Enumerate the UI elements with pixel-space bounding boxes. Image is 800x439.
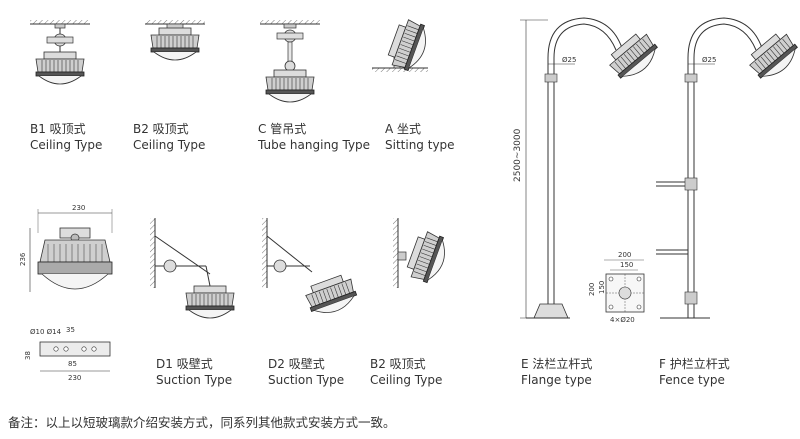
label-c-en: Tube hanging Type [258, 138, 371, 152]
dim-flange-holes: 4×Ø20 [610, 316, 635, 324]
label-b2-en: Ceiling Type [133, 138, 206, 152]
label-f-en: Fence type [659, 373, 725, 387]
label-d1-en: Suction Type [156, 373, 233, 387]
dimension-bracket-plate: Ø10 Ø14 35 38 85 230 [24, 326, 111, 382]
label-c: C 管吊式 Tube hanging Type [258, 121, 370, 153]
label-c-zh: C 管吊式 [258, 122, 307, 136]
dim-bracket-85: 85 [68, 360, 77, 368]
label-e-en: Flange type [521, 373, 592, 387]
label-b2b: B2 吸顶式 Ceiling Type [370, 356, 442, 388]
dim-pole-diameter-f: Ø25 [702, 56, 716, 64]
label-d1-zh: D1 吸壁式 [156, 357, 213, 371]
label-b1-en: Ceiling Type [30, 138, 103, 152]
b1-ceiling-drawing [30, 20, 90, 85]
dim-pole-diameter-e: Ø25 [562, 56, 576, 64]
d1-suction-drawing [150, 218, 235, 319]
label-b2-zh: B2 吸顶式 [133, 122, 189, 136]
footnote: 备注：以上以短玻璃款介绍安装方式，同系列其他款式安装方式一致。 [8, 415, 396, 430]
label-d1: D1 吸壁式 Suction Type [156, 356, 232, 388]
a-sitting-drawing [372, 16, 433, 74]
dim-bracket-holes: Ø10 Ø14 [30, 328, 62, 336]
label-b1-zh: B1 吸顶式 [30, 122, 86, 136]
label-d2-zh: D2 吸壁式 [268, 357, 325, 371]
label-a-zh: A 坐式 [385, 122, 422, 136]
e-flange-pole-drawing: 2500~3000 Ø25 [513, 17, 663, 319]
dim-lamp-height: 236 [19, 252, 27, 266]
d2-suction-drawing [262, 218, 360, 320]
b2-ceiling-drawing [145, 20, 205, 61]
label-d2: D2 吸壁式 Suction Type [268, 356, 344, 388]
dim-bracket-width: 230 [68, 374, 81, 382]
label-f: F 护栏立杆式 Fence type [659, 356, 730, 388]
label-e: E 法栏立杆式 Flange type [521, 356, 592, 388]
dim-lamp-width: 230 [72, 204, 85, 212]
c-tube-hanging-drawing [260, 20, 320, 103]
label-b1: B1 吸顶式 Ceiling Type [30, 121, 102, 153]
f-fence-pole-drawing: Ø25 [656, 17, 800, 319]
label-b2b-zh: B2 吸顶式 [370, 357, 426, 371]
b2b-ceiling-drawing [393, 218, 452, 288]
dim-bracket-38: 38 [24, 351, 32, 360]
flange-plate-drawing: 200 150 200 150 4×Ø20 [588, 251, 645, 324]
label-a-en: Sitting type [385, 138, 455, 152]
label-d2-en: Suction Type [268, 373, 345, 387]
dim-bracket-35: 35 [66, 326, 75, 334]
label-f-zh: F 护栏立杆式 [659, 357, 730, 371]
label-a: A 坐式 Sitting type [385, 121, 455, 153]
dim-pole-height: 2500~3000 [513, 128, 523, 182]
label-b2b-en: Ceiling Type [370, 373, 443, 387]
label-e-zh: E 法栏立杆式 [521, 357, 593, 371]
dim-flange-200-top: 200 [618, 251, 631, 259]
dim-flange-150-top: 150 [620, 261, 633, 269]
dim-flange-150-side: 150 [598, 281, 606, 294]
dimension-front-view: 230 236 [19, 204, 113, 292]
label-b2: B2 吸顶式 Ceiling Type [133, 121, 205, 153]
dim-flange-200-side: 200 [588, 283, 596, 296]
